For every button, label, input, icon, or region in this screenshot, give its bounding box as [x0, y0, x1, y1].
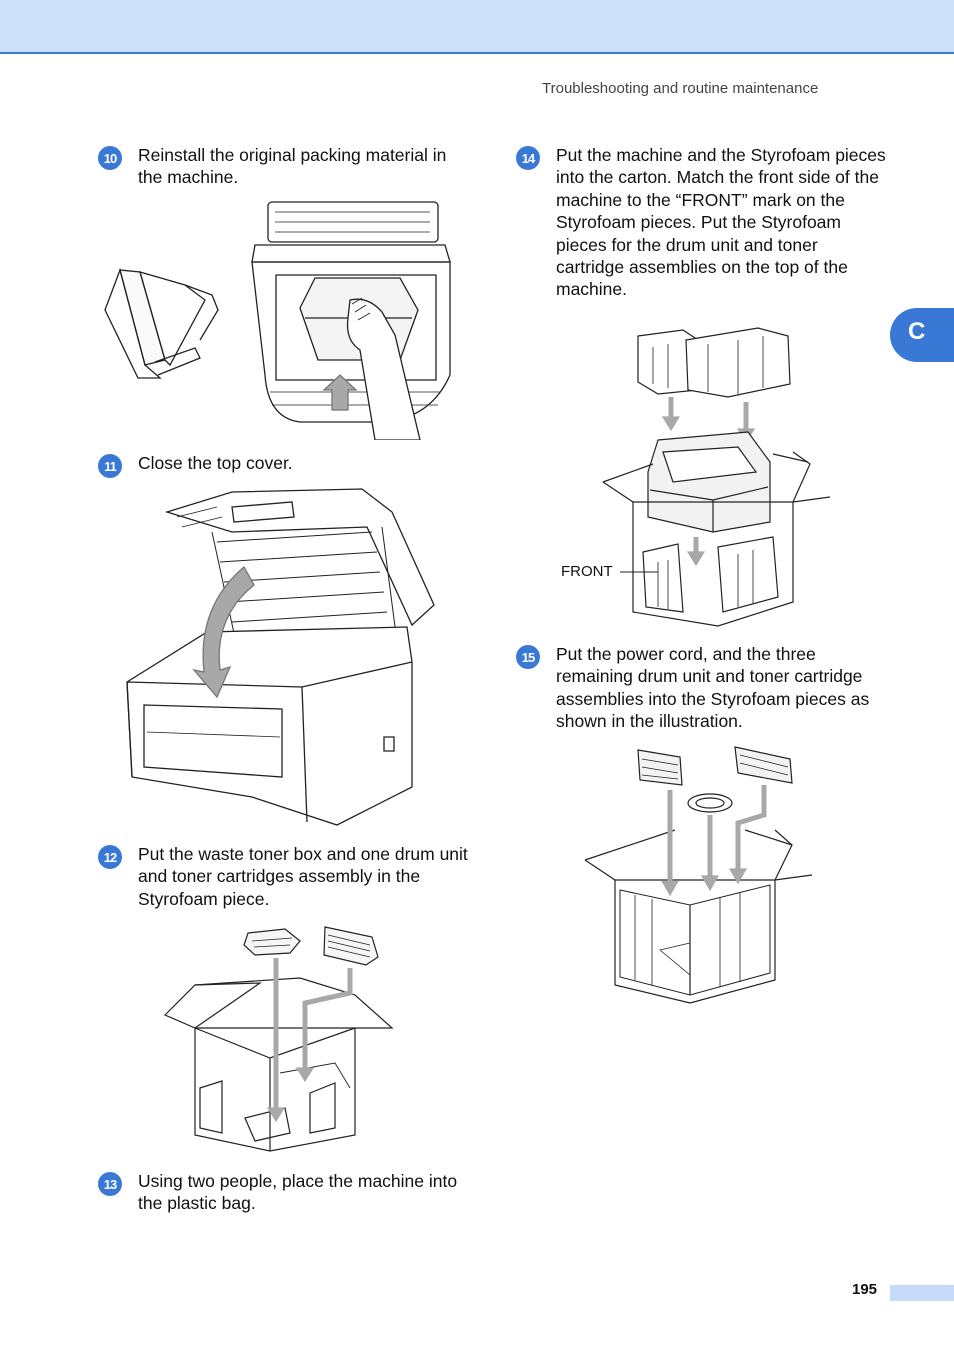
step-number-badge: 10 — [98, 146, 122, 170]
front-label: FRONT — [561, 563, 613, 580]
step-text: Put the waste toner box and one drum uni… — [138, 844, 468, 909]
step-15: 15 Put the power cord, and the three rem… — [516, 644, 886, 739]
step-14: 14 Put the machine and the Styrofoam pie… — [516, 145, 886, 306]
step-number-badge: 13 — [98, 1172, 122, 1196]
step-11: 11 Close the top cover. — [98, 453, 468, 480]
step-number-badge: 14 — [516, 146, 540, 170]
step-number-badge: 12 — [98, 845, 122, 869]
top-header-band — [0, 0, 954, 54]
step-13: 13 Using two people, place the machine i… — [98, 1171, 468, 1222]
step-number-badge: 15 — [516, 645, 540, 669]
step-12: 12 Put the waste toner box and one drum … — [98, 844, 468, 917]
step-text: Put the machine and the Styrofoam pieces… — [556, 145, 886, 300]
footer-band — [890, 1285, 954, 1301]
close-top-cover-illustration — [122, 487, 438, 827]
machine-into-carton-illustration — [598, 322, 836, 630]
running-header: Troubleshooting and routine maintenance — [542, 80, 819, 97]
step-text: Put the power cord, and the three remain… — [556, 644, 870, 732]
step-10: 10 Reinstall the original packing materi… — [98, 145, 468, 196]
cartridges-into-styrofoam-illustration — [580, 745, 814, 1007]
step-number-badge: 11 — [98, 454, 122, 478]
chapter-tab: C — [890, 308, 954, 362]
styrofoam-box-illustration — [160, 923, 395, 1155]
packing-material-illustration — [100, 200, 460, 440]
page-number: 195 — [852, 1281, 878, 1298]
step-text: Reinstall the original packing material … — [138, 145, 447, 188]
step-text: Close the top cover. — [138, 453, 293, 473]
chapter-tab-label: C — [908, 318, 926, 345]
step-text: Using two people, place the machine into… — [138, 1171, 458, 1214]
